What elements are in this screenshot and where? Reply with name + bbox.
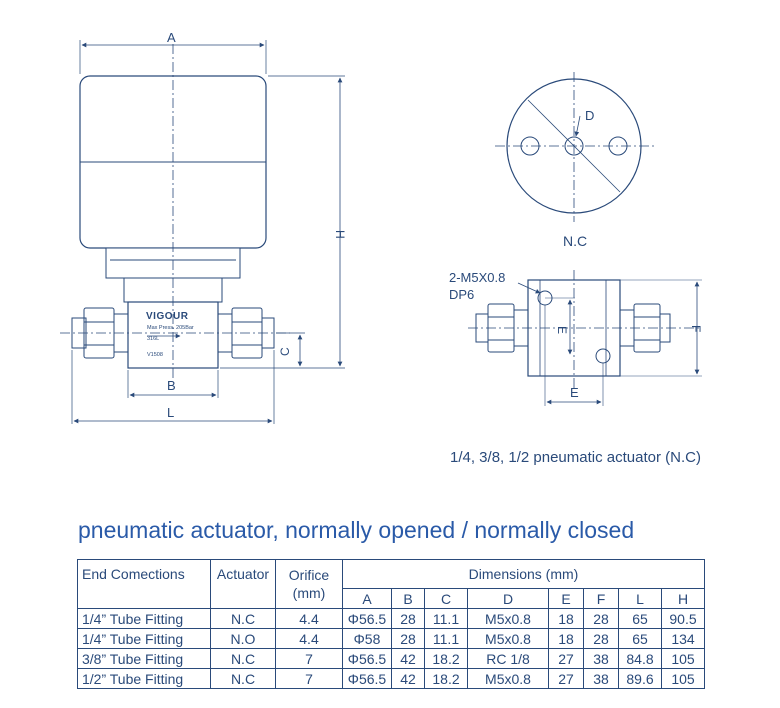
- figure-caption: 1/4, 3/8, 1/2 pneumatic actuator (N.C): [450, 449, 701, 466]
- cell-b: 42: [391, 648, 425, 669]
- cell-e: 18: [548, 628, 584, 649]
- dim-col-b: B: [391, 588, 425, 609]
- cell-actuator: N.C: [210, 648, 276, 669]
- table-row: 1/4” Tube Fitting N.C 4.4 Φ56.5 28 11.1 …: [77, 608, 705, 629]
- cell-h: 134: [661, 628, 705, 649]
- cell-a: Φ56.5: [342, 608, 392, 629]
- dim-col-e: E: [548, 588, 584, 609]
- label-d: D: [585, 108, 594, 123]
- cell-f: 38: [583, 648, 619, 669]
- table-header-row: End Comections Actuator Orifice (mm) Dim…: [77, 559, 705, 609]
- label-c: C: [278, 347, 292, 356]
- cell-orifice: 4.4: [275, 628, 343, 649]
- table-dim-header-row: A B C D E F L H: [78, 588, 705, 609]
- cell-c: 18.2: [424, 648, 468, 669]
- cell-actuator: N.C: [210, 608, 276, 629]
- label-e-vertical: E: [555, 326, 569, 334]
- cell-h: 105: [661, 648, 705, 669]
- label-f: F: [689, 325, 703, 332]
- dim-col-c: C: [424, 588, 468, 609]
- cell-a: Φ56.5: [342, 648, 392, 669]
- section-title: pneumatic actuator, normally opened / no…: [78, 517, 635, 543]
- body-text-model: V1508: [147, 352, 163, 358]
- cell-end: 3/8” Tube Fitting: [77, 648, 211, 669]
- cell-a: Φ58: [342, 628, 392, 649]
- header-orifice: Orifice (mm): [275, 559, 343, 609]
- header-orifice-label: Orifice: [288, 567, 330, 583]
- cell-orifice: 4.4: [275, 608, 343, 629]
- cell-orifice: 7: [275, 648, 343, 669]
- cell-c: 18.2: [424, 668, 468, 689]
- dim-col-f: F: [583, 588, 619, 609]
- dim-col-h: H: [661, 588, 705, 609]
- cell-end: 1/4” Tube Fitting: [77, 608, 211, 629]
- cell-l: 65: [618, 628, 662, 649]
- front-view: [60, 40, 345, 424]
- body-text-pressure: Max Press. 205Bar: [147, 325, 194, 331]
- label-h: H: [333, 230, 347, 239]
- cell-f: 28: [583, 628, 619, 649]
- top-view: [495, 72, 655, 222]
- label-a: A: [167, 30, 176, 45]
- cell-b: 28: [391, 608, 425, 629]
- cell-l: 65: [618, 608, 662, 629]
- table-row: 1/4” Tube Fitting N.O 4.4 Φ58 28 11.1 M5…: [77, 628, 705, 649]
- dim-col-l: L: [618, 588, 662, 609]
- cell-c: 11.1: [424, 628, 468, 649]
- dimensions-table: End Comections Actuator Orifice (mm) Dim…: [77, 559, 705, 689]
- table-row: 3/8” Tube Fitting N.C 7 Φ56.5 42 18.2 RC…: [77, 648, 705, 669]
- table-row: 1/2” Tube Fitting N.C 7 Φ56.5 42 18.2 M5…: [77, 668, 705, 689]
- cell-f: 28: [583, 608, 619, 629]
- cell-d: RC 1/8: [467, 648, 549, 669]
- cell-h: 105: [661, 668, 705, 689]
- cell-e: 27: [548, 668, 584, 689]
- port-note-depth: DP6: [449, 287, 474, 302]
- cell-b: 42: [391, 668, 425, 689]
- header-orifice-unit: (mm): [292, 585, 326, 601]
- top-view-label: N.C: [563, 233, 587, 249]
- technical-drawing: A H C B L VIGOUR Max Press. 205Bar 316L …: [60, 30, 703, 424]
- cell-b: 28: [391, 628, 425, 649]
- cell-l: 89.6: [618, 668, 662, 689]
- cell-e: 18: [548, 608, 584, 629]
- label-e-horizontal: E: [570, 385, 579, 400]
- cell-end: 1/4” Tube Fitting: [77, 628, 211, 649]
- cell-h: 90.5: [661, 608, 705, 629]
- cell-d: M5x0.8: [467, 608, 549, 629]
- header-end-connections: End Comections: [77, 559, 211, 609]
- dim-col-a: A: [342, 588, 392, 609]
- cell-e: 27: [548, 648, 584, 669]
- cell-d: M5x0.8: [467, 628, 549, 649]
- brand-logo-text: VIGOUR: [146, 311, 189, 322]
- dim-col-d: D: [467, 588, 549, 609]
- cell-orifice: 7: [275, 668, 343, 689]
- port-note-thread: 2-M5X0.8: [449, 270, 505, 285]
- cell-l: 84.8: [618, 648, 662, 669]
- cell-actuator: N.C: [210, 668, 276, 689]
- cell-c: 11.1: [424, 608, 468, 629]
- cell-f: 38: [583, 668, 619, 689]
- header-dimensions: Dimensions (mm): [342, 559, 705, 589]
- cell-end: 1/2” Tube Fitting: [77, 668, 211, 689]
- cell-a: Φ56.5: [342, 668, 392, 689]
- cell-actuator: N.O: [210, 628, 276, 649]
- body-text-material: 316L: [147, 336, 159, 342]
- cell-d: M5x0.8: [467, 668, 549, 689]
- header-actuator: Actuator: [210, 559, 276, 609]
- label-b: B: [167, 378, 176, 393]
- label-l: L: [167, 405, 174, 420]
- side-view: [468, 270, 702, 406]
